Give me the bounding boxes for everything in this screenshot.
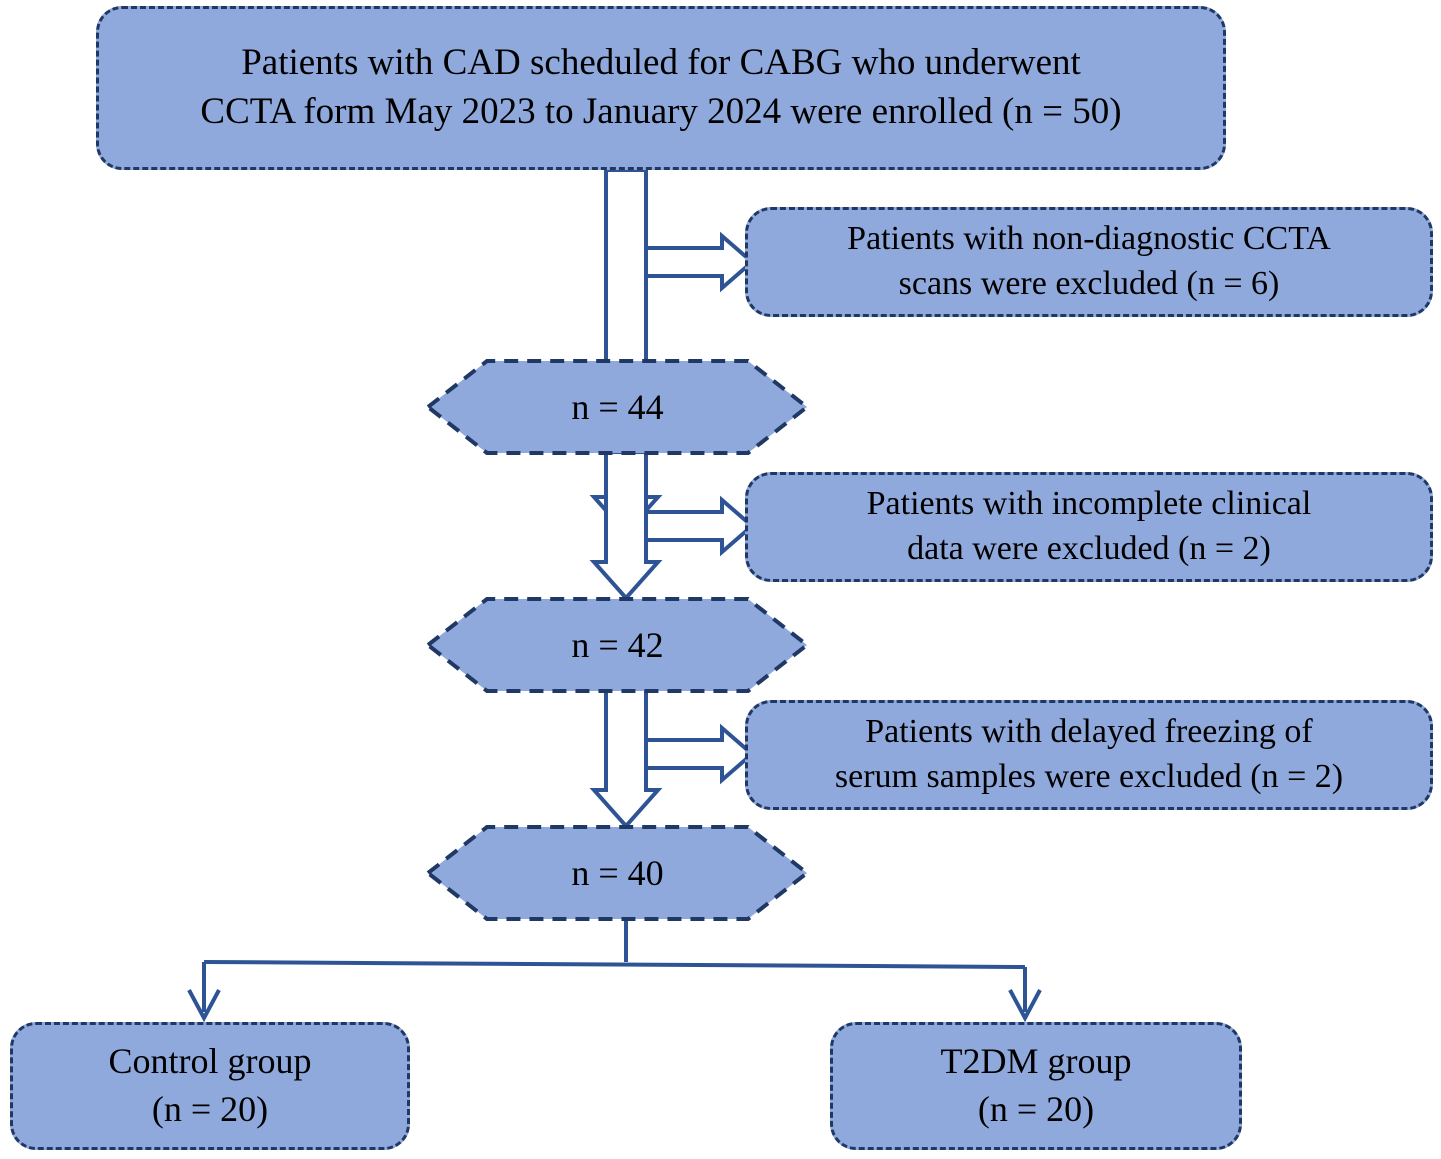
node-control-group-label: Control group (n = 20) — [108, 1041, 312, 1129]
node-t2dm-group-label: T2DM group (n = 20) — [940, 1041, 1132, 1129]
node-remaining-44[interactable]: n = 44 — [424, 358, 811, 456]
hexagon-shape-40 — [424, 825, 811, 921]
node-excluded-2-label: Patients with incomplete clinical data w… — [866, 485, 1312, 567]
node-control-group[interactable]: Control group (n = 20) — [10, 1022, 410, 1150]
node-remaining-42-label: n = 42 — [571, 625, 664, 665]
node-remaining-42[interactable]: n = 42 — [424, 596, 811, 694]
edge-remaining42-to-excluded3 — [644, 723, 756, 785]
node-excluded-3-label: Patients with delayed freezing of serum … — [834, 713, 1344, 795]
edge-remaining44-to-excluded2 — [644, 495, 756, 557]
edge-enrolled-to-excluded1 — [644, 231, 756, 293]
node-remaining-44-label: n = 44 — [571, 387, 664, 427]
node-remaining-40-label: n = 40 — [571, 853, 664, 893]
node-enrolled-patients[interactable]: Patients with CAD scheduled for CABG who… — [96, 6, 1226, 170]
node-enrolled-label: Patients with CAD scheduled for CABG who… — [200, 42, 1122, 132]
node-t2dm-group[interactable]: T2DM group (n = 20) — [830, 1022, 1242, 1150]
node-excluded-1-label: Patients with non-diagnostic CCTA scans … — [847, 220, 1331, 302]
edge-remaining44-to-remaining42 — [589, 450, 663, 602]
edge-remaining40-split — [187, 920, 1042, 1023]
hexagon-shape-44 — [424, 359, 811, 455]
hexagon-shape-42 — [424, 597, 811, 693]
node-excluded-incomplete-clinical-data[interactable]: Patients with incomplete clinical data w… — [745, 472, 1433, 582]
node-excluded-non-diagnostic-ccta[interactable]: Patients with non-diagnostic CCTA scans … — [745, 207, 1433, 317]
node-excluded-delayed-freezing[interactable]: Patients with delayed freezing of serum … — [745, 700, 1433, 810]
edge-enrolled-to-remaining44 — [589, 168, 663, 537]
node-remaining-40[interactable]: n = 40 — [424, 824, 811, 922]
edge-remaining42-to-remaining40 — [589, 686, 663, 830]
